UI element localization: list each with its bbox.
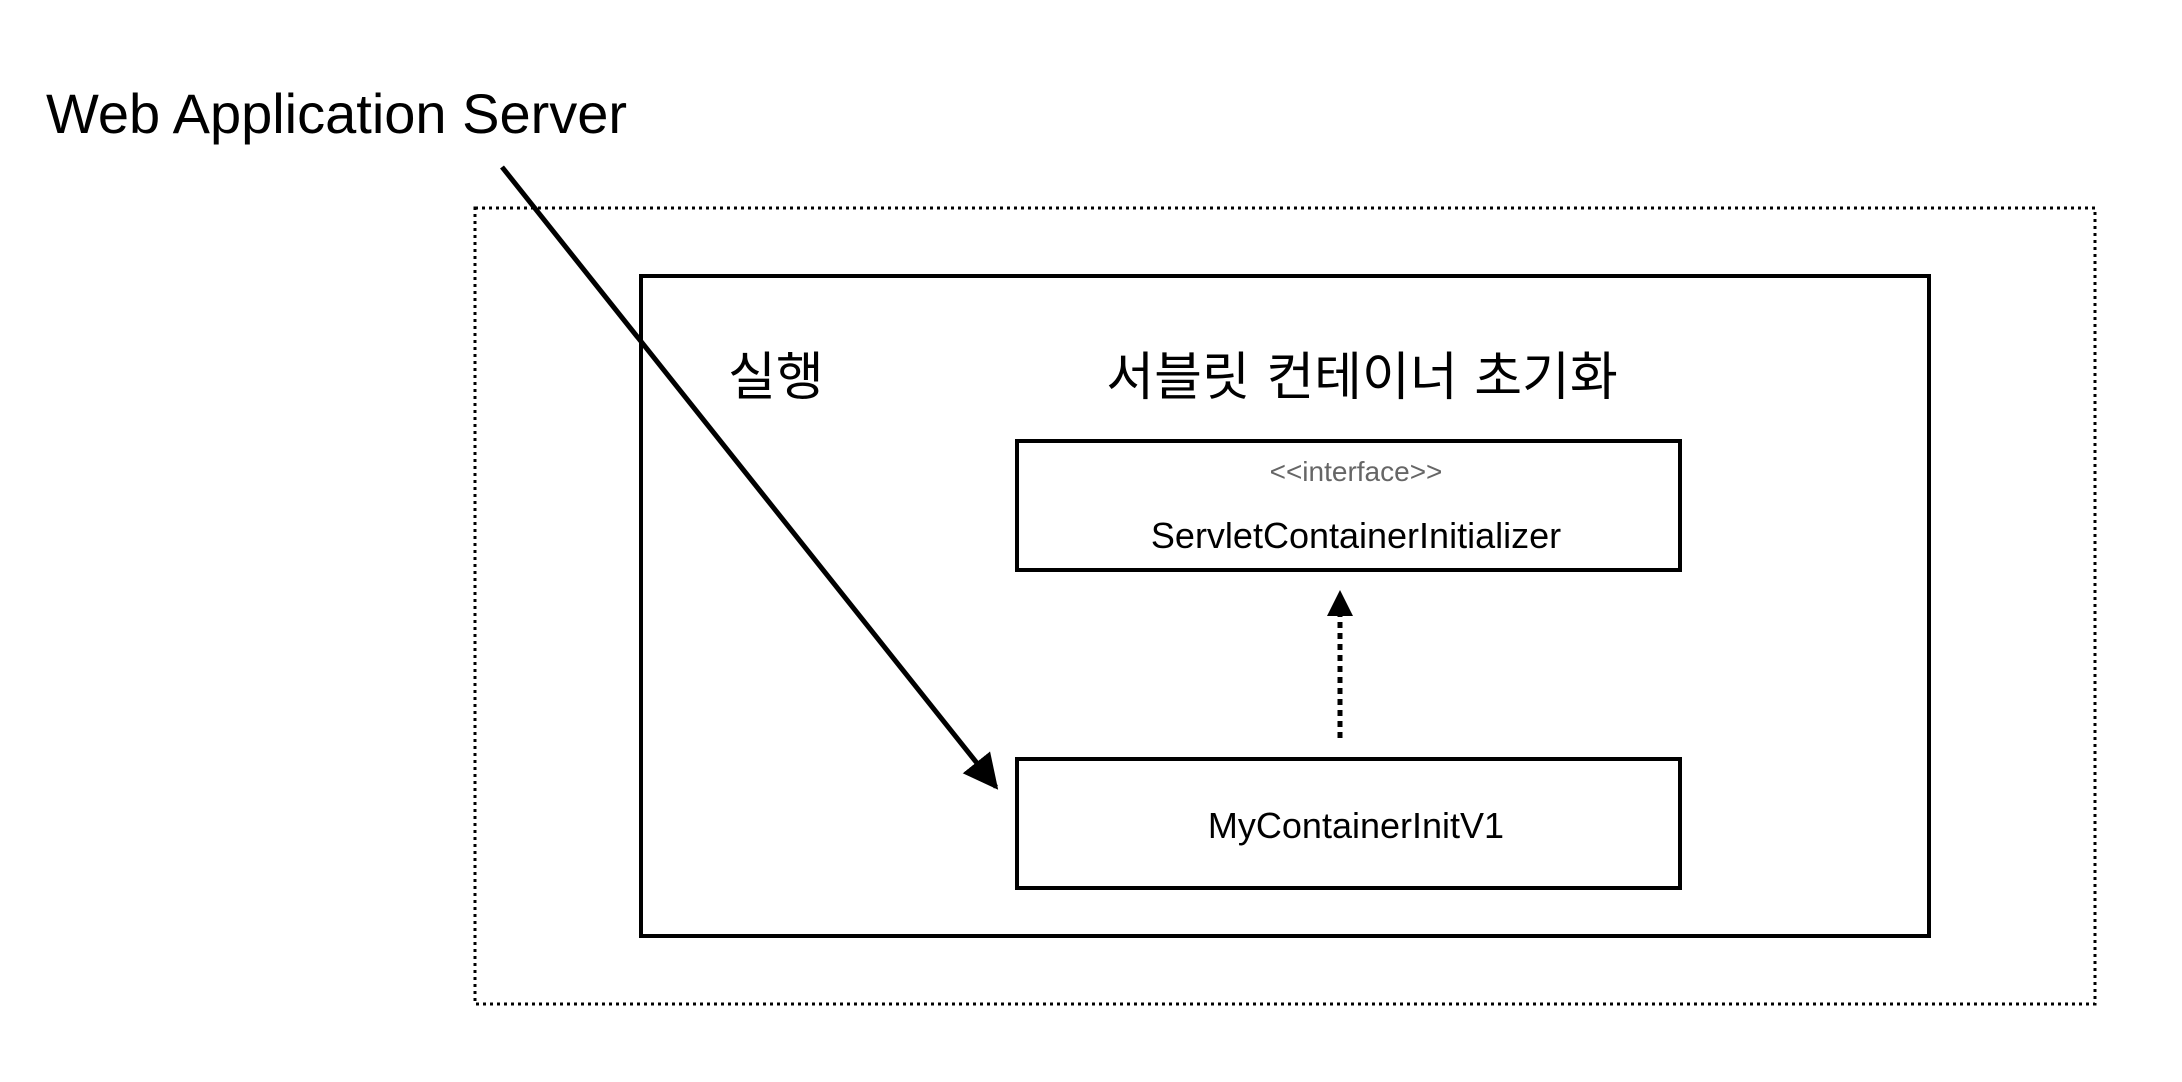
run-arrow (500, 165, 999, 790)
implements-arrowhead (1327, 590, 1353, 616)
web-application-server-label: Web Application Server (46, 82, 628, 145)
implementation-box (1015, 757, 1682, 890)
interface-name: ServletContainerInitializer (1150, 515, 1562, 556)
run-label: 실행 (728, 348, 824, 408)
web-application-server-boundary (473, 206, 2097, 1006)
servlet-container-box (639, 274, 1931, 938)
interface-stereotype: <<interface>> (1269, 456, 1443, 487)
servlet-container-init-title: 서블릿 컨테이너 초기화 (1106, 348, 1618, 408)
interface-box (1015, 439, 1682, 572)
implementation-name: MyContainerInitV1 (1207, 805, 1505, 846)
